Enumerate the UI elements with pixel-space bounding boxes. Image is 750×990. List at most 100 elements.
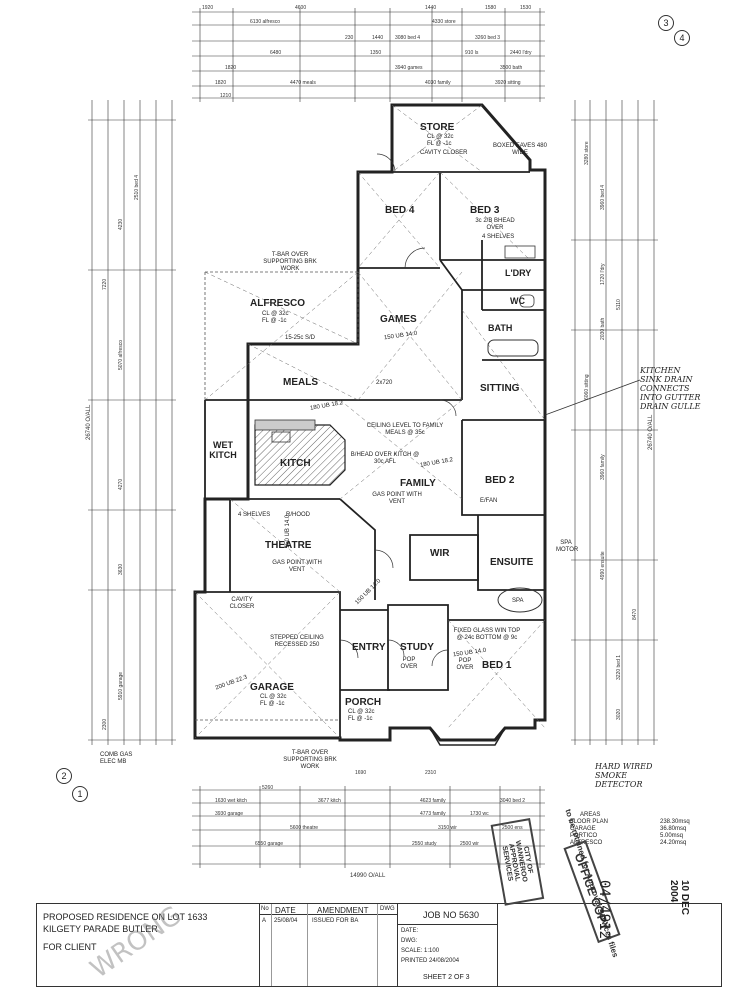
dim-text: 1440	[372, 35, 384, 41]
sheet-marker-4: 4	[674, 30, 690, 46]
area-value: 36.80msq	[660, 826, 687, 832]
room-ensuite: ENSUITE	[490, 557, 534, 568]
area-value: 238.30msq	[660, 819, 690, 825]
dim-text: 2440 l'dry	[510, 50, 532, 56]
garage-ceiling: CL @ 32c	[260, 694, 287, 700]
area-value: 5.00msq	[660, 833, 684, 839]
dim-text: 1730 wc	[470, 811, 489, 817]
scale-label: SCALE: 1:100	[401, 948, 440, 954]
handwritten-line: DETECTOR	[595, 780, 643, 789]
garage-floor: FL @ -1c	[260, 701, 285, 707]
room-wc: WC	[510, 296, 525, 306]
comb-gas-elec-mb: COMB GAS ELEC MB	[100, 752, 133, 765]
room-family: FAMILY	[400, 478, 436, 489]
room-theatre: THEATRE	[265, 540, 312, 551]
dim-text: 2300	[102, 718, 108, 730]
dim-text: 1820	[225, 65, 237, 71]
room-bed-3: BED 3	[470, 205, 500, 216]
dim-text: 2510 bed 4	[134, 174, 140, 200]
room-wet-kitch: WET KITCH	[209, 440, 237, 460]
dim-text: 4470 meals	[290, 80, 316, 86]
dim-text: 4990 ensuite	[600, 551, 606, 580]
toilet-wc	[519, 294, 535, 308]
bhead-kitch-note: B/HEAD OVER KITCH @ 30c AFL	[350, 452, 420, 465]
dim-text: 2500 wir	[460, 841, 479, 847]
handwritten-line: DRAIN GULLE	[640, 402, 701, 411]
boxed-eaves-note: BOXED EAVES 480 WIDE	[493, 143, 547, 156]
area-row: GARAGE 36.80msq	[570, 826, 690, 833]
room-laundry: L'DRY	[505, 268, 532, 278]
sheet-marker-3: 3	[658, 15, 674, 31]
sheet-marker-1: 1	[72, 786, 88, 802]
dim-text: 1920	[202, 5, 214, 11]
dim-text: 5260	[262, 785, 274, 791]
handwritten-smoke-note: HARD WIRED SMOKE DETECTOR	[595, 762, 652, 789]
dim-text: 3940 games	[395, 65, 423, 71]
dim-text: 6550 garage	[255, 841, 284, 847]
dim-text: 3260 bed 3	[475, 35, 501, 41]
handwritten-line: SMOKE	[595, 771, 628, 780]
room-games: GAMES	[380, 314, 417, 325]
bed1-pop-over: POP OVER	[456, 658, 474, 671]
dim-text: 3080 bed 4	[395, 35, 421, 41]
dim-text: 1630 wet kitch	[215, 798, 247, 804]
dim-text: 3500 bath	[500, 65, 523, 71]
area-name: GARAGE	[570, 826, 596, 832]
area-name: FLOOR PLAN	[570, 819, 609, 825]
dim-text: 4773 family	[420, 811, 446, 817]
stamp-number: 04/4912	[596, 880, 612, 940]
room-bath: BATH	[488, 323, 513, 333]
project-address: KILGETY PARADE BUTLER	[43, 924, 158, 934]
ceiling-lines	[194, 104, 546, 739]
dim-text: 3630	[118, 563, 124, 575]
bay-window	[429, 727, 506, 746]
dim-text: 1210	[220, 93, 232, 99]
rev-date: 25/08/04	[274, 918, 298, 924]
dim-text: 26740 O/ALL	[86, 404, 92, 440]
dim-text: 3960 family	[600, 454, 606, 480]
handwritten-line: INTO GUTTER	[640, 393, 701, 402]
dim-text: 5910 garage	[118, 671, 124, 700]
dim-text: 4230	[118, 218, 124, 230]
gas-point-theatre: GAS POINT WITH VENT	[272, 560, 322, 573]
dim-text: 1820	[215, 80, 227, 86]
ceiling-level-note: CEILING LEVEL TO FAMILY MEALS @ 35c	[366, 423, 444, 436]
dim-text: 14990 O/ALL	[350, 873, 386, 879]
store-ceiling: CL @ 32c	[427, 134, 454, 140]
handwritten-line: KITCHEN	[640, 366, 681, 375]
col-amendment: AMENDMENT	[317, 906, 369, 915]
spa-motor-label: SPA MOTOR	[556, 540, 579, 553]
dim-text: 5070 alfresco	[118, 339, 124, 370]
for-client: FOR CLIENT	[43, 942, 97, 952]
beam-label: 150 UB 14.0	[285, 514, 292, 549]
dim-text: 4270	[118, 478, 124, 490]
room-bed-4: BED 4	[385, 205, 415, 216]
date-label: DATE:	[401, 928, 419, 934]
kitchen-bench	[254, 419, 316, 431]
fixed-glass-note: FIXED GLASS WIN TOP @ 24c BOTTOM @ 9c	[453, 628, 521, 641]
spa-bath	[497, 587, 543, 613]
dwg-label: DWG:	[401, 938, 418, 944]
stamp-date: 10 DEC 2004	[668, 880, 690, 916]
col-dwg: DWG	[380, 906, 395, 912]
kitchen-island	[254, 424, 346, 486]
bed3-robe-note: 3c 2/B BHEAD OVER	[475, 218, 515, 231]
dim-text: 2550 study	[412, 841, 437, 847]
dimension-lines	[91, 11, 655, 865]
efan-note: E/FAN	[480, 498, 498, 504]
dim-text: 3960 bed 4	[600, 184, 606, 210]
dimension-ticks	[88, 8, 658, 868]
col-date: DATE	[275, 906, 296, 915]
dim-text: 1440	[425, 5, 437, 11]
room-study: STUDY	[400, 642, 434, 653]
dim-text: 4330 store	[432, 19, 456, 25]
handwritten-line: CONNECTS	[640, 384, 690, 393]
stepped-ceiling-note: STEPPED CEILING RECESSED 250	[270, 635, 324, 648]
rhood-note: R/HOOD	[286, 512, 310, 518]
area-value: 24.20msq	[660, 840, 687, 846]
t-bar-note-top: T-BAR OVER SUPPORTING BRK WORK	[263, 252, 317, 272]
room-bed-1: BED 1	[482, 660, 512, 671]
room-wir: WIR	[430, 548, 450, 559]
